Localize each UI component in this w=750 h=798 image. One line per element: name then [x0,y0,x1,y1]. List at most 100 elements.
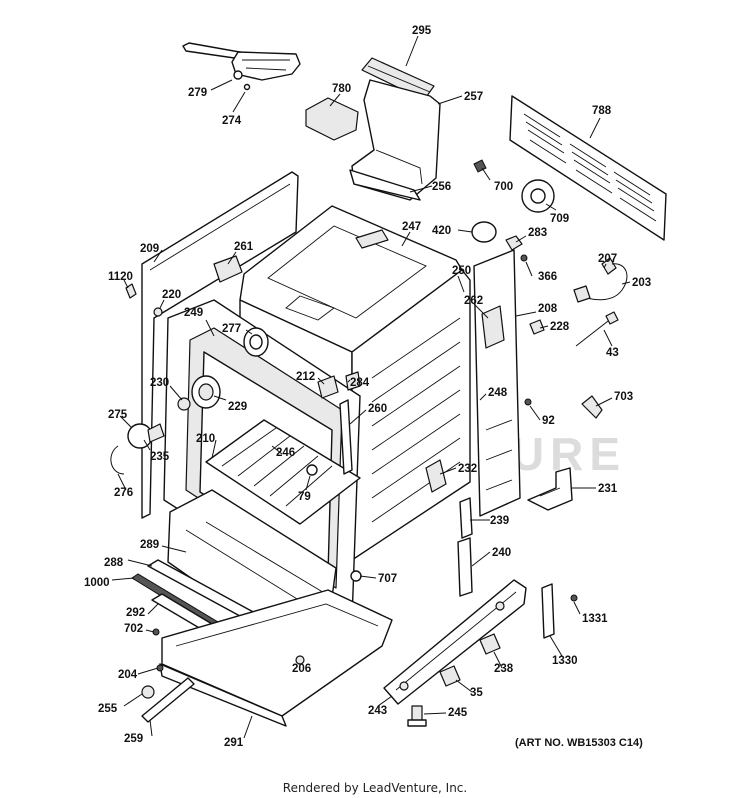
callout-230: 230 [150,377,169,389]
callout-276: 276 [114,487,133,499]
callout-700: 700 [494,181,513,193]
part-232-hinge [425,459,447,493]
callout-249: 249 [184,307,203,319]
callout-420: 420 [432,225,451,237]
callout-209: 209 [140,243,159,255]
callout-210: 210 [196,433,215,445]
callout-239: 239 [490,515,509,527]
callout-703: 703 [614,391,633,403]
callout-275: 275 [108,409,128,421]
part-245-leveling-leg [407,705,427,727]
art-number: (ART NO. WB15303 C14) [515,737,643,749]
part-788-rear-panel [509,95,667,241]
callout-1331: 1331 [582,613,608,625]
callout-292: 292 [126,607,145,619]
callout-43: 43 [606,347,619,359]
callout-277: 277 [222,323,241,335]
callout-231: 231 [598,483,618,495]
part-1330-bracket [541,583,555,639]
part-239-strip [459,497,473,539]
callout-235: 235 [150,451,170,463]
part-780-vent-insert [305,97,359,141]
part-259-rod [141,677,195,723]
part-35-foot [439,665,461,687]
callout-279: 279 [188,87,207,99]
callout-780: 780 [332,83,351,95]
part-700-clip [473,159,487,173]
callout-255: 255 [98,703,118,715]
part-43-sensor [575,311,619,347]
part-291-bottom-panel [159,589,393,727]
part-707-grommet [350,570,362,582]
part-703-bracket [581,395,603,419]
callout-208: 208 [538,303,558,315]
callout-291: 291 [224,737,244,749]
part-709-grommet [521,179,555,213]
callout-212: 212 [296,371,315,383]
callout-238: 238 [494,663,514,675]
part-260-side-trim [339,399,353,475]
callout-206: 206 [292,663,311,675]
part-207-203-harness [573,257,628,303]
callout-366: 366 [538,271,557,283]
callout-203: 203 [632,277,651,289]
callout-245: 245 [448,707,468,719]
callout-232: 232 [458,463,477,475]
part-79-plug [306,464,318,476]
part-261-bracket [213,255,243,283]
part-220-fastener [153,307,163,317]
callout-250: 250 [452,265,471,277]
callout-228: 228 [550,321,570,333]
callout-284: 284 [350,377,370,389]
callout-204: 204 [118,669,138,681]
callout-207: 207 [598,253,617,265]
part-212-bracket [317,375,339,399]
part-228-clip [529,319,545,335]
callout-1120: 1120 [108,271,133,283]
callout-709: 709 [550,213,569,225]
part-229-light-assembly [177,375,221,411]
callout-1330: 1330 [552,655,578,667]
callout-243: 243 [368,705,387,717]
callout-289: 289 [140,539,159,551]
callout-259: 259 [124,733,143,745]
callout-labels: 295 279 274 780 257 788 256 700 709 420 … [84,25,651,749]
callout-288: 288 [104,557,124,569]
part-1331-screw [570,594,578,602]
part-92-screw [524,398,532,406]
callout-788: 788 [592,105,612,117]
callout-262: 262 [464,295,483,307]
part-1120-clip [125,283,137,299]
callout-256: 256 [432,181,451,193]
callout-35: 35 [470,687,483,699]
part-243-front-rail [383,579,527,705]
leader-lines [111,35,631,739]
callout-1000: 1000 [84,577,110,589]
callout-240: 240 [492,547,511,559]
callout-260: 260 [368,403,387,415]
part-255-knob [141,685,155,699]
part-366-screw [520,254,528,262]
callout-295: 295 [412,25,432,37]
callout-229: 229 [228,401,247,413]
part-283-bracket [505,235,523,251]
callout-220: 220 [162,289,181,301]
callout-92: 92 [542,415,555,427]
callout-246: 246 [276,447,295,459]
callout-248: 248 [488,387,508,399]
callout-283: 283 [528,227,547,239]
part-208-side-panel [473,249,521,517]
part-238-foot [479,633,501,655]
callout-79: 79 [298,491,311,503]
callout-247: 247 [402,221,421,233]
part-277-ring [243,327,269,357]
part-231-bracket [527,467,573,511]
callout-261: 261 [234,241,254,253]
footer-credit: Rendered by LeadVenture, Inc. [283,781,467,795]
part-420-cover [471,221,497,243]
part-284-bracket [345,371,361,391]
callout-257: 257 [464,91,483,103]
part-240-strip [457,537,473,597]
